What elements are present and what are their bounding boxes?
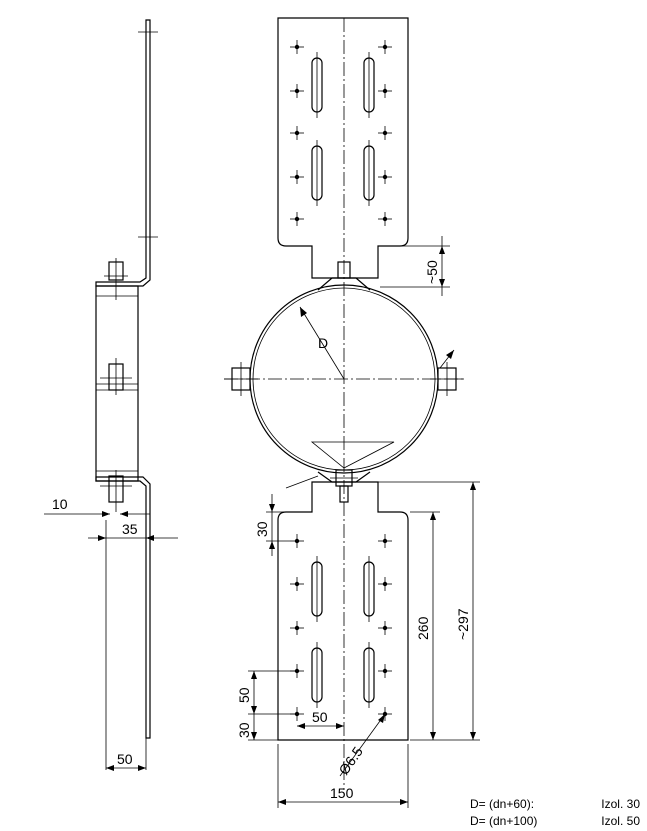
- dim-30-upper-label: 30: [254, 521, 270, 537]
- side-clamp-band: [95, 285, 139, 482]
- legend-insulation: Izol. 30: [601, 797, 640, 811]
- insulation-legend: D= (dn+60): Izol. 30 D= (dn+100) Izol. 5…: [470, 796, 640, 830]
- dim-50-horizontal-label: 50: [312, 709, 328, 725]
- legend-row: D= (dn+100) Izol. 50: [470, 813, 640, 830]
- left-bolt: [224, 362, 258, 396]
- legend-row: D= (dn+60): Izol. 30: [470, 796, 640, 813]
- lower-plate-slots: [311, 556, 375, 708]
- hole-icon: [290, 621, 304, 635]
- hole-icon: [290, 40, 304, 54]
- upper-plate-slots: [311, 52, 375, 206]
- side-upper-plate: [95, 19, 151, 287]
- hole-icon: [378, 84, 392, 98]
- hole-icon: [378, 621, 392, 635]
- dim-10-label: 10: [52, 496, 68, 512]
- hole-icon: [378, 212, 392, 226]
- side-view: 10 35 50: [44, 19, 178, 771]
- lower-bracket-plate: [277, 481, 409, 741]
- right-bolt: [430, 349, 464, 396]
- upper-bracket-plate: [277, 17, 409, 279]
- upper-plate-holes: [290, 40, 392, 226]
- dim-hole-label: Ø6.5: [335, 744, 366, 778]
- side-lower-plate: [95, 476, 151, 739]
- dim-30-lower-label: 30: [236, 722, 252, 738]
- dim-50-top-label: ~50: [424, 260, 440, 284]
- hole-icon: [378, 170, 392, 184]
- hole-icon: [290, 577, 304, 591]
- hole-icon: [290, 84, 304, 98]
- dim-35-label: 35: [122, 521, 138, 537]
- legend-formula: D= (dn+100): [470, 814, 538, 828]
- hole-icon: [378, 40, 392, 54]
- hole-icon: [290, 126, 304, 140]
- hole-icon: [378, 534, 392, 548]
- side-bolt-middle: [100, 358, 132, 395]
- dim-50-vertical-label: 50: [236, 687, 252, 703]
- hole-icon: [378, 126, 392, 140]
- front-view: D: [224, 17, 480, 808]
- dim-150-label: 150: [330, 785, 354, 801]
- lower-plate-holes: [290, 534, 392, 721]
- side-bolt-bottom: [100, 470, 132, 512]
- hole-icon: [290, 534, 304, 548]
- legend-insulation: Izol. 50: [601, 814, 640, 828]
- dim-260-label: 260: [415, 616, 431, 640]
- top-bolt: [317, 261, 371, 291]
- d-label: D: [318, 335, 328, 351]
- hole-icon: [378, 664, 392, 678]
- hole-icon: [378, 577, 392, 591]
- dim-50-side-label: 50: [117, 751, 133, 767]
- dim-297-label: ~297: [455, 608, 471, 640]
- side-bolt-top: [104, 258, 128, 300]
- hole-icon: [290, 212, 304, 226]
- legend-formula: D= (dn+60):: [470, 797, 535, 811]
- hole-icon: [290, 170, 304, 184]
